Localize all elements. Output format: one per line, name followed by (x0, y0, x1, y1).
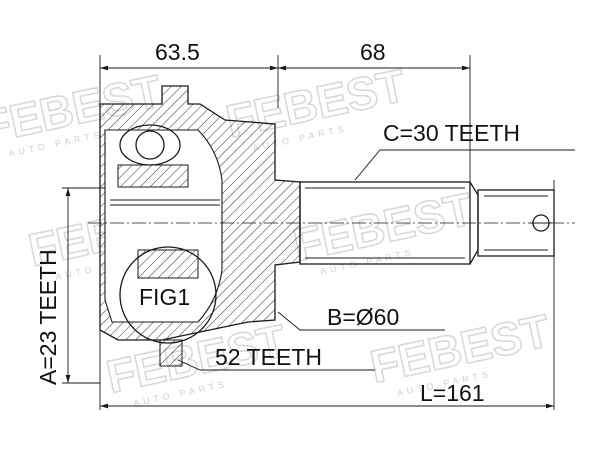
dim-total-length: L=161 (420, 380, 485, 406)
fig1-detail: FIG1 (119, 246, 217, 344)
dim-abs-teeth: 52 TEETH (215, 344, 322, 370)
dim-diameter-b: B=Ø60 (327, 304, 399, 330)
dim-spline-a: A=23 TEETH (35, 249, 61, 385)
dimension-labels: 63.5 68 C=30 TEETH B=Ø60 52 TEETH L=161 … (35, 39, 520, 406)
dim-spline-c: C=30 TEETH (383, 120, 520, 146)
dim-outer-length: 63.5 (155, 39, 200, 65)
fig1-label: FIG1 (139, 284, 190, 310)
dimension-lines (65, 65, 575, 409)
dim-shaft-length: 68 (360, 39, 386, 65)
